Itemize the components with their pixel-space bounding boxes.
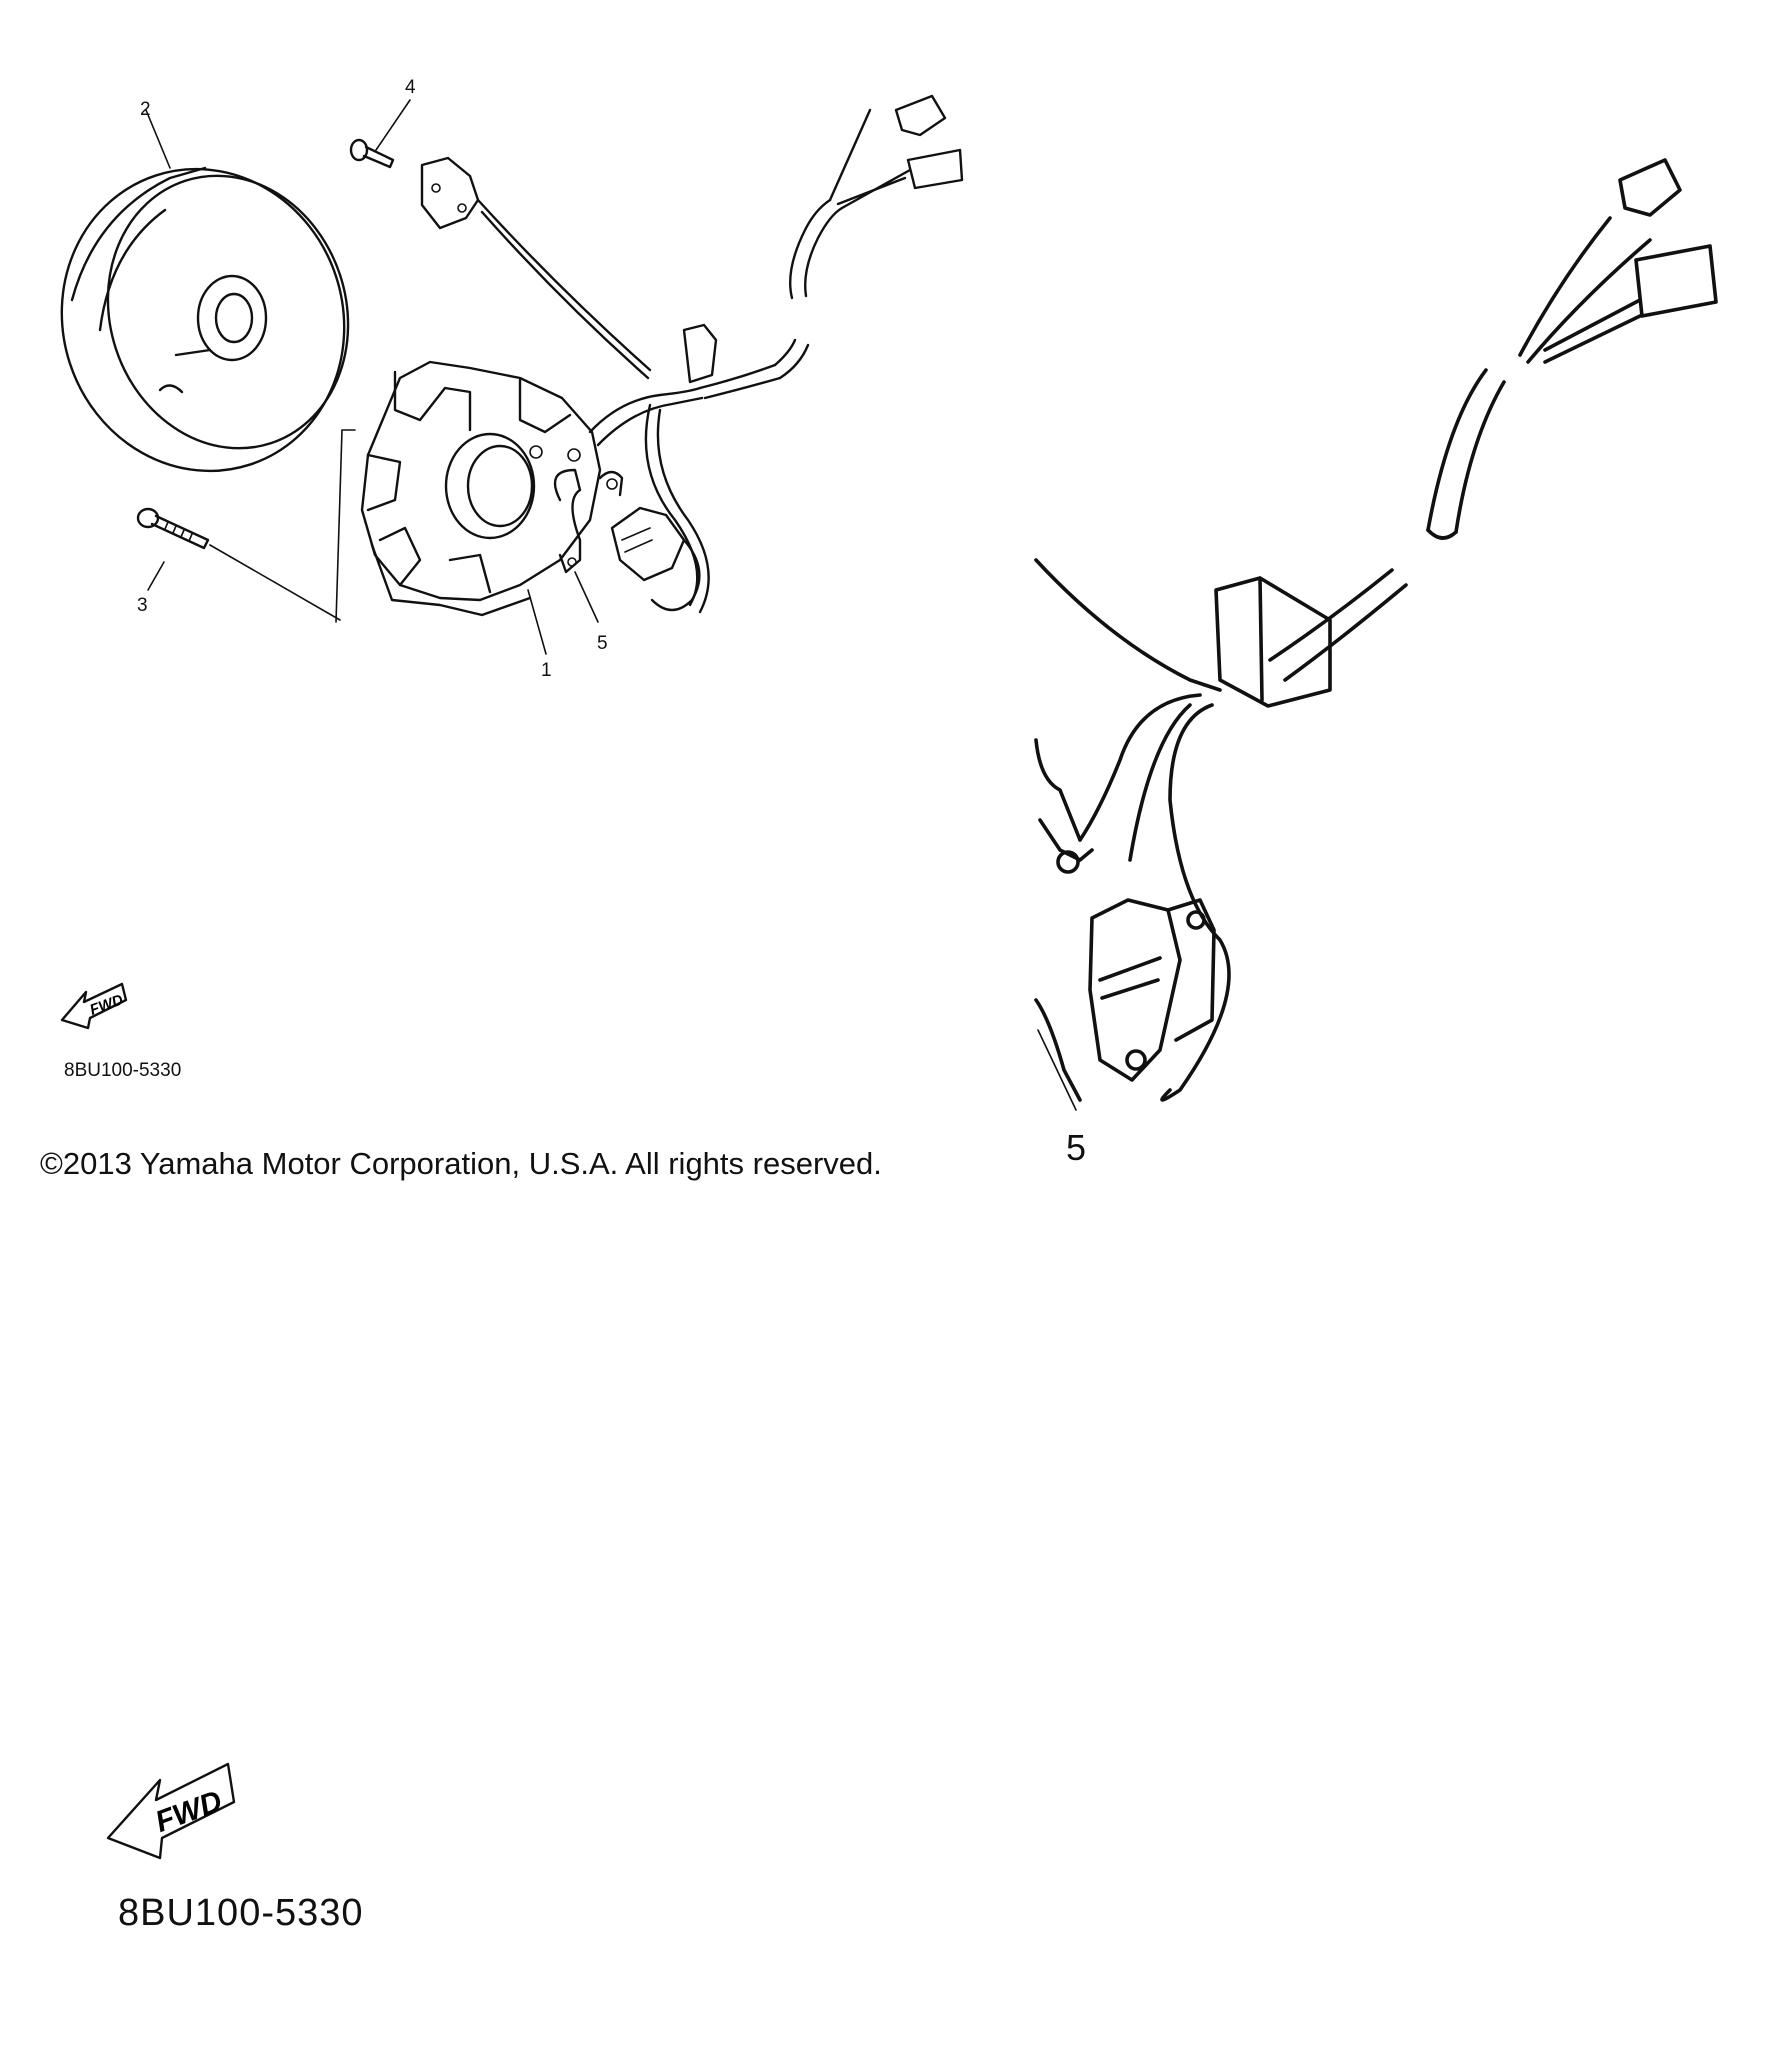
stator-assembly	[360, 360, 602, 617]
diagram-code-small: 8BU100-5330	[64, 1060, 182, 1081]
flywheel-rotor	[60, 166, 350, 473]
callout-part-1: 1	[541, 660, 552, 681]
pickup-coil	[420, 156, 652, 380]
lead-clamp-part-5	[553, 468, 624, 574]
callout-part-3: 3	[137, 595, 148, 616]
detail-view	[1034, 158, 1718, 1102]
copyright-notice: ©2013 Yamaha Motor Corporation, U.S.A. A…	[40, 1146, 882, 1181]
wire-harness	[588, 94, 964, 614]
callout-part-4: 4	[405, 77, 416, 98]
detail-callout-part-5: 5	[1066, 1127, 1087, 1168]
screw-part-4	[349, 138, 395, 169]
diagram-code-large: 8BU100-5330	[118, 1892, 364, 1934]
callout-part-2: 2	[140, 99, 151, 120]
callout-part-5: 5	[597, 633, 608, 654]
bolt-part-3	[136, 429, 356, 623]
